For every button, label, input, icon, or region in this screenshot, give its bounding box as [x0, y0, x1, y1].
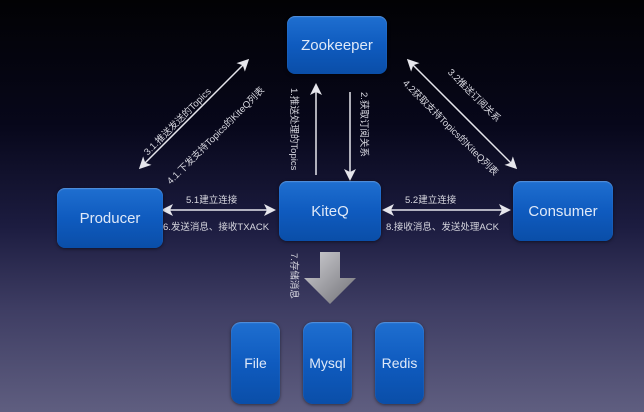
label-kiteq-consumer-top: 5.2建立连接 [405, 195, 457, 206]
label-producer-kiteq-top: 5.1建立连接 [186, 195, 238, 206]
node-label: Mysql [309, 355, 346, 371]
store-arrow [304, 252, 356, 304]
node-file[interactable]: File [231, 322, 280, 404]
arrow-consumer-zookeeper [406, 58, 518, 170]
node-label: KiteQ [311, 202, 349, 220]
node-label: Producer [79, 209, 141, 227]
node-label: Redis [381, 355, 418, 371]
label-producer-kiteq-bottom: 6.发送消息、接收TXACK [163, 222, 270, 233]
node-consumer[interactable]: Consumer [513, 181, 613, 241]
node-zookeeper[interactable]: Zookeeper [287, 16, 387, 74]
label-store: 7.存储消息 [288, 253, 299, 299]
node-label: Zookeeper [301, 36, 373, 54]
node-label: File [244, 355, 267, 371]
arrow-producer-zookeeper [138, 58, 250, 170]
node-redis[interactable]: Redis [375, 322, 424, 404]
node-producer[interactable]: Producer [57, 188, 163, 248]
node-mysql[interactable]: Mysql [303, 322, 352, 404]
label-kiteq-to-zk: 1.推送处理的Topics [288, 88, 299, 171]
node-kiteq[interactable]: KiteQ [279, 181, 381, 241]
label-zk-to-kiteq: 2.获取订阅关系 [358, 92, 369, 157]
node-label: Consumer [528, 202, 598, 220]
label-kiteq-consumer-bottom: 8.接收消息、发送处理ACK [386, 222, 499, 233]
